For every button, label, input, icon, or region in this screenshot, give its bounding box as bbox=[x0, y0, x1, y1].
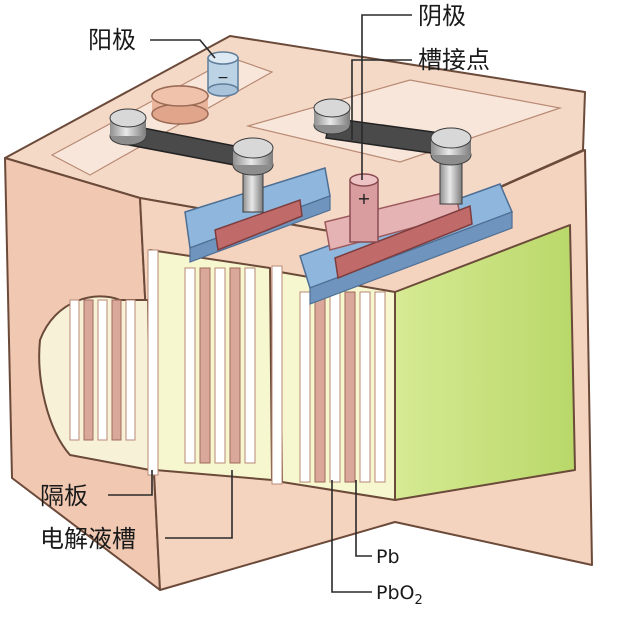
post-cap-4 bbox=[430, 127, 472, 205]
separator-walls bbox=[147, 249, 283, 485]
post-cap-3 bbox=[313, 98, 351, 135]
terminals-and-connectors: − + bbox=[109, 51, 472, 243]
electrode-plates bbox=[69, 267, 386, 483]
label-anode: 阳极 bbox=[88, 26, 136, 54]
cell-2-side bbox=[394, 224, 576, 501]
leader-lines bbox=[108, 14, 412, 593]
labels: 阳极 阴极 槽接点 隔板 电解液槽 Pb PbO2 bbox=[40, 2, 490, 608]
label-cell-contact: 槽接点 bbox=[418, 46, 490, 74]
strap-red-2 bbox=[334, 204, 473, 280]
post-cap-2 bbox=[232, 137, 274, 213]
lid-panel-right bbox=[245, 79, 563, 163]
leader-cell-contact bbox=[351, 59, 412, 140]
label-pbo2-base: PbO bbox=[376, 582, 414, 604]
leader-electrolyte bbox=[165, 470, 233, 539]
leader-separator bbox=[108, 470, 153, 496]
negative-sign: − bbox=[217, 70, 229, 86]
strap-red-1 bbox=[214, 198, 303, 252]
label-pbo2-subscript: 2 bbox=[414, 593, 422, 608]
label-electrolyte-tank: 电解液槽 bbox=[40, 525, 136, 553]
leader-anode bbox=[150, 39, 216, 59]
leader-pbo2 bbox=[331, 480, 372, 593]
post-cap-1 bbox=[109, 108, 147, 146]
negative-terminal: − bbox=[207, 51, 239, 97]
leader-cathode bbox=[361, 14, 412, 180]
label-pb: Pb bbox=[376, 546, 400, 568]
label-pbo2: PbO2 bbox=[376, 582, 423, 608]
plate-straps bbox=[184, 167, 513, 305]
positive-sign: + bbox=[357, 189, 370, 208]
positive-terminal: + bbox=[349, 173, 379, 243]
label-separator: 隔板 bbox=[40, 482, 88, 510]
leader-pb bbox=[355, 480, 372, 557]
label-cathode: 阴极 bbox=[418, 2, 466, 30]
